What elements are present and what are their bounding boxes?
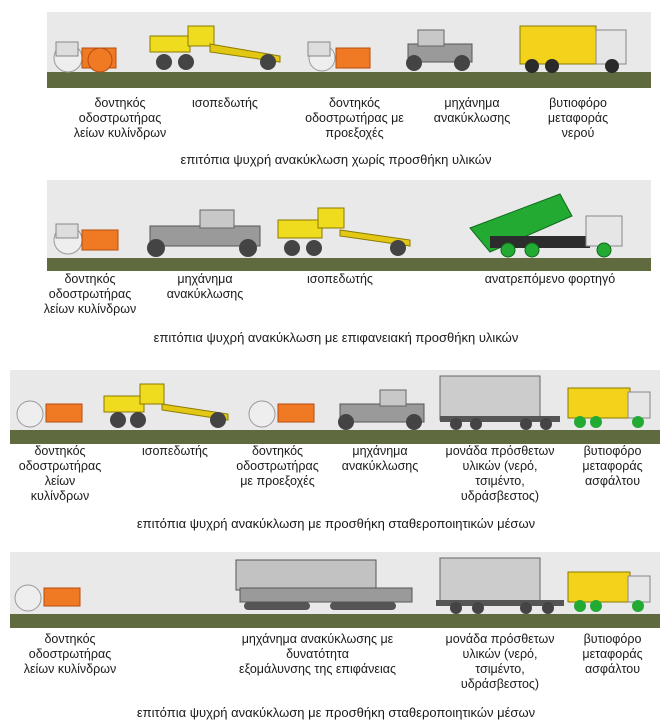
scene-1-illustration <box>0 0 672 95</box>
label-additive-unit: μονάδα πρόσθετων υλικών (νερό, τσιμέντο,… <box>430 632 570 692</box>
label-grader: ισοπεδωτής <box>120 444 230 459</box>
label-smooth-roller: δοντηκός οδοστρωτήρας λείων κυλίνδρων <box>30 272 150 317</box>
caption-2: επιτόπια ψυχρή ανακύκλωση με επιφανειακή… <box>0 330 672 345</box>
label-grader: ισοπεδωτής <box>165 96 285 111</box>
label-water-tanker: βυτιοφόρο μεταφοράς νερού <box>518 96 638 141</box>
panel-3: δοντηκός οδοστρωτήρας λείων κυλίνδρων ισ… <box>0 356 672 541</box>
caption-3: επιτόπια ψυχρή ανακύκλωση με προσθήκη στ… <box>0 516 672 531</box>
label-smooth-roller: δοντηκός οδοστρωτήρας λείων κυλίνδρων <box>10 632 130 677</box>
label-smooth-roller: δοντηκός οδοστρωτήρας λείων κυλίνδρων <box>5 444 115 504</box>
caption-4: επιτόπια ψυχρή ανακύκλωση με προσθήκη στ… <box>0 705 672 720</box>
label-additive-unit: μονάδα πρόσθετων υλικών (νερό, τσιμέντο,… <box>430 444 570 504</box>
caption-1: επιτόπια ψυχρή ανακύκλωση χωρίς προσθήκη… <box>0 152 672 167</box>
label-padfoot-roller: δοντηκός οδοστρωτήρας με προεξοχές <box>282 96 427 141</box>
label-dump-truck: ανατρεπόμενο φορτηγό <box>465 272 635 287</box>
label-asphalt-tanker: βυτιοφόρο μεταφοράς ασφάλτου <box>565 444 660 489</box>
scene-4-illustration <box>0 548 672 630</box>
label-padfoot-roller: δοντηκός οδοστρωτήρας με προεξοχές <box>215 444 340 489</box>
label-recycler: μηχάνημα ανακύκλωσης <box>412 96 532 126</box>
label-recycler: μηχάνημα ανακύκλωσης <box>330 444 430 474</box>
scene-3-illustration <box>0 356 672 448</box>
label-recycler: μηχάνημα ανακύκλωσης <box>150 272 260 302</box>
panel-4: δοντηκός οδοστρωτήρας λείων κυλίνδρων μη… <box>0 548 672 728</box>
label-recycler-paver: μηχάνημα ανακύκλωσης με δυνατότητα εξομά… <box>225 632 410 677</box>
label-smooth-roller: δοντηκός οδοστρωτήρας λείων κυλίνδρων <box>60 96 180 141</box>
panel-2: δοντηκός οδοστρωτήρας λείων κυλίνδρων μη… <box>0 176 672 356</box>
panel-1: δοντηκός οδοστρωτήρας λείων κυλίνδρων ισ… <box>0 0 672 175</box>
label-grader: ισοπεδωτής <box>280 272 400 287</box>
scene-2-illustration <box>0 176 672 271</box>
label-asphalt-tanker: βυτιοφόρο μεταφοράς ασφάλτου <box>565 632 660 677</box>
